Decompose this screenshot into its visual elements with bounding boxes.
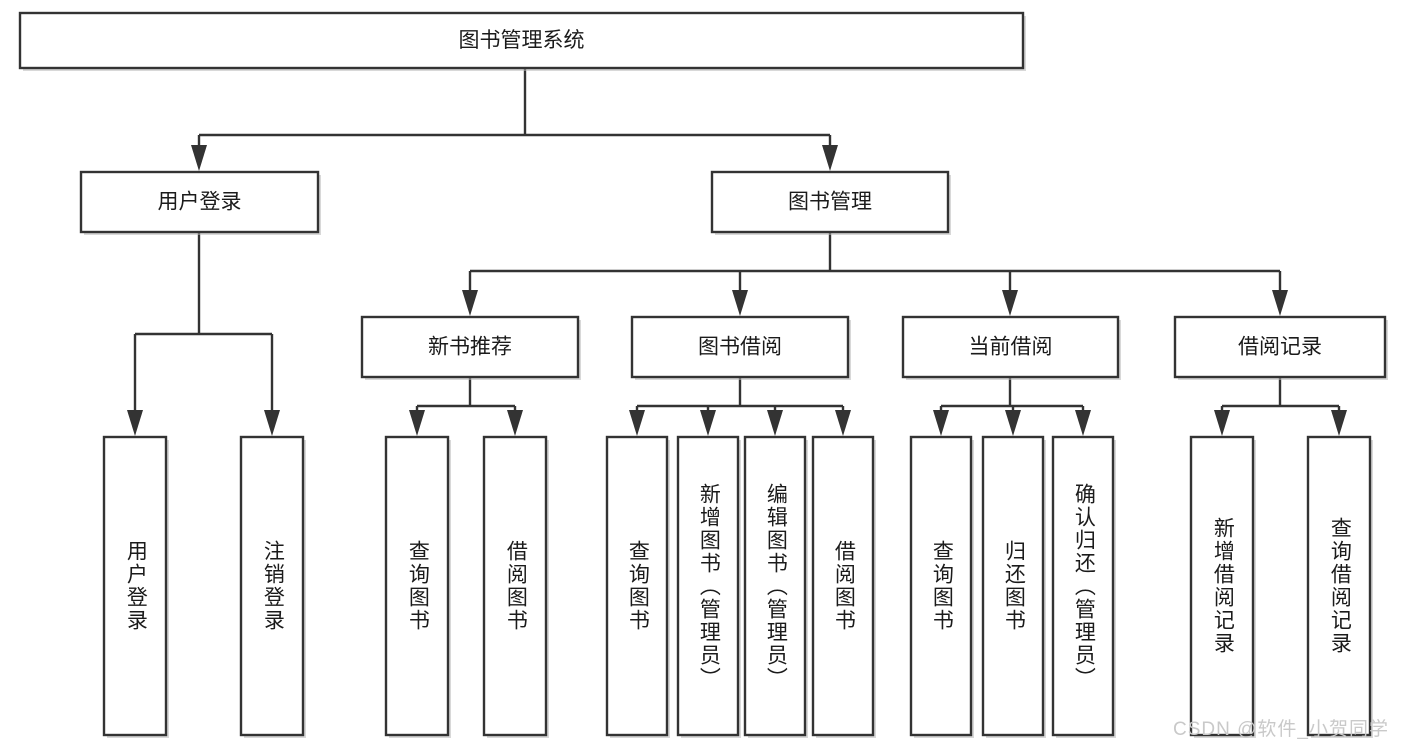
node-book-borrow[interactable] (630, 315, 851, 380)
node-label-book-manage: 图书管理 (788, 191, 872, 214)
node-root[interactable] (18, 11, 1026, 71)
node-leaf-query-borrow-record[interactable] (1306, 435, 1373, 738)
node-leaf-query-book-borrow[interactable] (605, 435, 670, 738)
node-current-borrow[interactable] (901, 315, 1121, 380)
node-label-current-borrow: 当前借阅 (969, 336, 1053, 359)
node-label-borrow-record: 借阅记录 (1238, 336, 1322, 359)
connector-borrow-record-to-leaves (1214, 377, 1347, 436)
node-new-book-recommend[interactable] (360, 315, 581, 380)
node-box-layer (18, 11, 1388, 738)
node-leaf-query-book-current[interactable] (909, 435, 974, 738)
connector-root-to-level2 (191, 68, 838, 171)
connector-book-borrow-to-leaves (629, 377, 851, 436)
connector-layer (127, 68, 1347, 436)
node-leaf-add-borrow-record[interactable] (1189, 435, 1256, 738)
connector-current-borrow-to-leaves (933, 377, 1091, 436)
node-leaf-edit-book[interactable] (743, 435, 808, 738)
node-leaf-borrow-book[interactable] (811, 435, 876, 738)
node-label-new-book-recommend: 新书推荐 (428, 336, 512, 359)
node-borrow-record[interactable] (1173, 315, 1388, 380)
node-leaf-return-book[interactable] (981, 435, 1046, 738)
node-leaf-user-login[interactable] (102, 435, 169, 738)
node-leaf-borrow-book-new[interactable] (482, 435, 549, 738)
connector-book-manage-to-level3 (462, 232, 1288, 316)
connector-user-login-to-leaves (127, 232, 280, 436)
node-label-book-borrow: 图书借阅 (698, 336, 782, 359)
node-book-manage[interactable] (710, 170, 951, 235)
connector-new-book-to-leaves (409, 377, 523, 436)
node-label-root: 图书管理系统 (459, 29, 585, 52)
node-leaf-add-book[interactable] (676, 435, 741, 738)
node-user-login[interactable] (79, 170, 321, 235)
watermark-credit: CSDN @软件_小贺同学 (1173, 719, 1389, 740)
node-leaf-query-book-new[interactable] (384, 435, 451, 738)
node-label-user-login: 用户登录 (158, 191, 242, 214)
node-leaf-user-logout[interactable] (239, 435, 306, 738)
node-leaf-confirm-return[interactable] (1051, 435, 1116, 738)
